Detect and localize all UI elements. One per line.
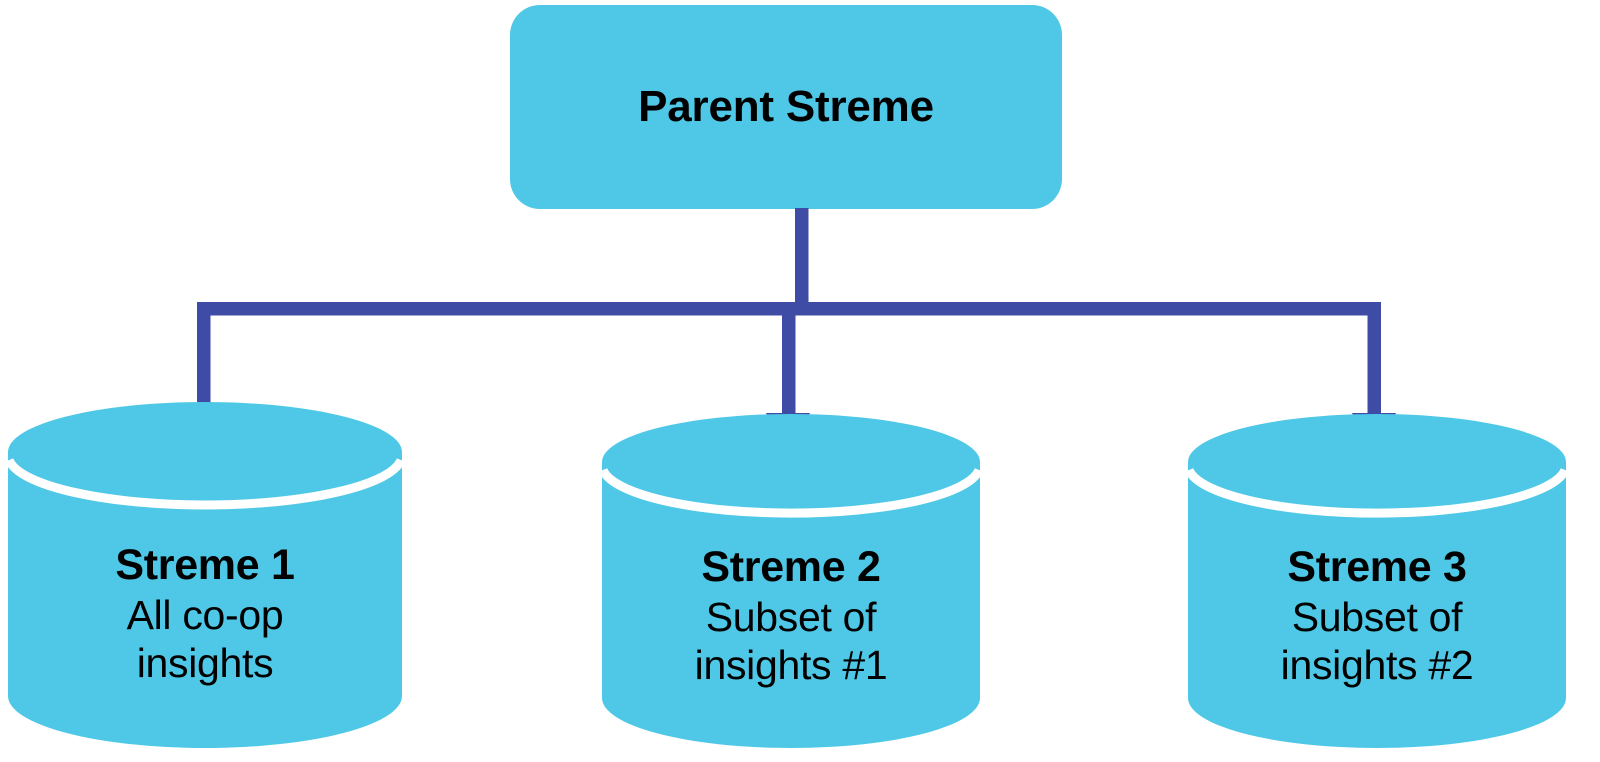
child-node-title: Streme 1 xyxy=(115,541,295,589)
connector-parent-stem xyxy=(795,208,809,304)
child-node-description: Subset of insights #1 xyxy=(694,593,888,689)
child-node-text-streme-3: Streme 3 Subset of insights #2 xyxy=(1186,542,1568,689)
child-node-streme-3[interactable]: Streme 3 Subset of insights #2 xyxy=(1186,412,1568,752)
child-node-title: Streme 3 xyxy=(1287,543,1467,591)
database-cylinder-icon xyxy=(600,414,982,748)
child-node-streme-1[interactable]: Streme 1 All co-op insights xyxy=(6,400,404,752)
child-node-description: All co-op insights xyxy=(126,591,284,687)
child-node-text-streme-1: Streme 1 All co-op insights xyxy=(6,540,404,687)
child-node-streme-2[interactable]: Streme 2 Subset of insights #1 xyxy=(600,412,982,752)
parent-node-label: Parent Streme xyxy=(638,81,934,131)
child-node-description: Subset of insights #2 xyxy=(1280,593,1474,689)
connector-horizontal-bar xyxy=(197,302,1381,316)
child-node-title: Streme 2 xyxy=(701,543,881,591)
parent-node[interactable]: Parent Streme xyxy=(510,5,1062,209)
database-cylinder-icon xyxy=(6,402,404,748)
connector-drop-streme-2 xyxy=(782,302,796,422)
database-cylinder-icon xyxy=(1186,414,1568,748)
child-node-text-streme-2: Streme 2 Subset of insights #1 xyxy=(600,542,982,689)
connector-drop-streme-3 xyxy=(1367,302,1381,422)
